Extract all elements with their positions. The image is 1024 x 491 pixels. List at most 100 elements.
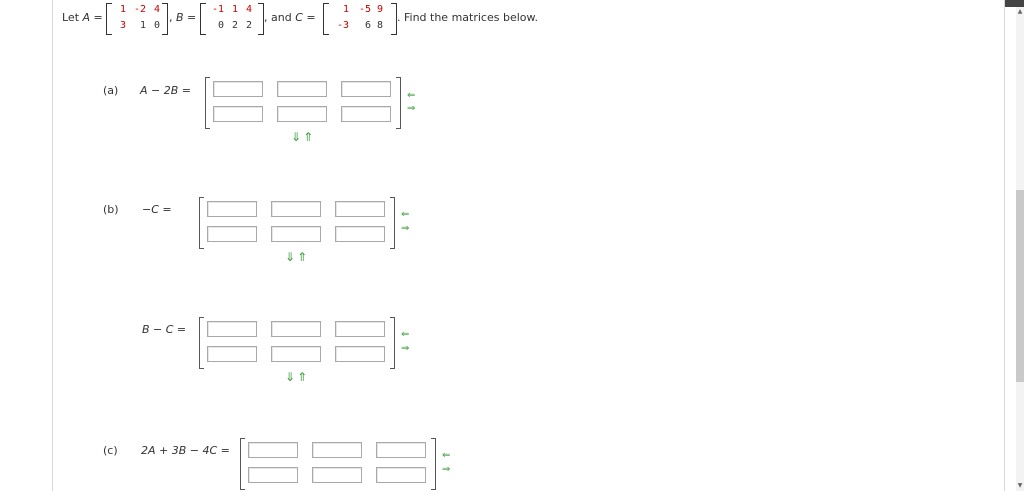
remove-row-arrow-icon[interactable]: ⇑ <box>297 250 310 264</box>
part-b-label: (b) <box>103 203 119 216</box>
bracket-right <box>431 438 436 490</box>
bracket-right <box>162 3 168 35</box>
find-text: . Find the matrices below. <box>397 11 538 24</box>
part-c-label: (c) <box>103 444 118 457</box>
matrix-a-entry: 1 <box>139 20 146 31</box>
add-row-arrow-icon[interactable]: ⇓ <box>291 130 304 144</box>
matrix-b-entry: 0 <box>217 20 224 31</box>
matrix-c-entry: -5 <box>358 4 371 15</box>
matrix-c-entry: 9 <box>376 4 383 15</box>
answer-a-r1c2[interactable] <box>277 81 327 97</box>
add-row-arrow-icon[interactable]: ⇓ <box>285 370 298 384</box>
bracket-right <box>390 197 395 249</box>
var-a: A <box>82 11 91 24</box>
matrix-b: -1 1 4 0 2 2 <box>200 3 264 35</box>
question-panel <box>52 0 1005 491</box>
answer-b1-r2c2[interactable] <box>271 226 321 242</box>
remove-column-arrow-icon[interactable]: ⇐ <box>442 450 451 461</box>
part-a-label: (a) <box>103 84 119 97</box>
add-row-arrow-icon[interactable]: ⇓ <box>285 250 298 264</box>
remove-column-arrow-icon[interactable]: ⇐ <box>407 90 416 101</box>
matrix-b-entry: 1 <box>231 4 238 15</box>
add-column-arrow-icon[interactable]: ⇒ <box>407 103 416 114</box>
answer-b2-r2c3[interactable] <box>335 346 385 362</box>
bracket-left <box>200 3 206 35</box>
matrix-b-entry: -1 <box>211 4 224 15</box>
row-arrows-b2: ⇓⇑ <box>285 370 309 384</box>
answer-b1-r1c3[interactable] <box>335 201 385 217</box>
answer-b2-r1c3[interactable] <box>335 321 385 337</box>
answer-a-r2c2[interactable] <box>277 106 327 122</box>
answer-a-r2c1[interactable] <box>213 106 263 122</box>
comma: , <box>169 11 173 24</box>
remove-column-arrow-icon[interactable]: ⇐ <box>401 209 410 220</box>
answer-a-r1c3[interactable] <box>341 81 391 97</box>
matrix-c: 1 -5 9 -3 6 8 <box>323 3 397 35</box>
answer-c-r1c1[interactable] <box>248 442 298 458</box>
answer-b2-r2c1[interactable] <box>207 346 257 362</box>
answer-matrix-c <box>240 438 436 490</box>
answer-c-r2c1[interactable] <box>248 467 298 483</box>
matrix-a-entry: 1 <box>119 4 126 15</box>
matrix-a-entry: 4 <box>153 4 160 15</box>
scrollbar-thumb[interactable] <box>1016 190 1024 382</box>
scroll-up-icon[interactable]: ▲ <box>1016 7 1024 17</box>
part-a-expression: A − 2B = <box>140 84 191 97</box>
add-column-arrow-icon[interactable]: ⇒ <box>442 464 451 475</box>
bracket-right <box>258 3 264 35</box>
equals: = <box>302 11 316 24</box>
bracket-right <box>396 77 401 129</box>
bracket-left <box>199 317 204 369</box>
equals: = <box>183 11 197 24</box>
answer-matrix-b1 <box>199 197 395 249</box>
answer-c-r2c3[interactable] <box>376 467 426 483</box>
answer-c-r1c2[interactable] <box>312 442 362 458</box>
row-arrows-b1: ⇓⇑ <box>285 250 309 264</box>
matrix-b-entry: 2 <box>245 20 252 31</box>
bracket-left <box>205 77 210 129</box>
remove-row-arrow-icon[interactable]: ⇑ <box>303 130 316 144</box>
remove-row-arrow-icon[interactable]: ⇑ <box>297 370 310 384</box>
part-c-expression: 2A + 3B − 4C = <box>141 444 230 457</box>
let-text: Let <box>62 11 83 24</box>
answer-c-r2c2[interactable] <box>312 467 362 483</box>
part-b-expression: −C = <box>142 203 172 216</box>
progress-bar-end <box>994 0 1024 7</box>
row-arrows-a: ⇓⇑ <box>291 130 315 144</box>
var-c: C <box>295 11 303 24</box>
part-b2-expression: B − C = <box>142 323 187 336</box>
matrix-c-entry: 8 <box>376 20 383 31</box>
answer-c-r1c3[interactable] <box>376 442 426 458</box>
answer-a-r1c1[interactable] <box>213 81 263 97</box>
bracket-left <box>106 3 112 35</box>
matrix-a: 1 -2 4 3 1 0 <box>106 3 168 35</box>
bracket-right <box>391 3 397 35</box>
answer-b2-r2c2[interactable] <box>271 346 321 362</box>
answer-b1-r1c2[interactable] <box>271 201 321 217</box>
add-column-arrow-icon[interactable]: ⇒ <box>401 343 410 354</box>
bracket-right <box>390 317 395 369</box>
answer-matrix-b2 <box>199 317 395 369</box>
and-text: , and <box>264 11 296 24</box>
matrix-c-entry: -3 <box>336 20 349 31</box>
matrix-a-entry: -2 <box>133 4 146 15</box>
matrix-b-entry: 2 <box>231 20 238 31</box>
matrix-b-entry: 4 <box>245 4 252 15</box>
remove-column-arrow-icon[interactable]: ⇐ <box>401 329 410 340</box>
answer-b1-r1c1[interactable] <box>207 201 257 217</box>
answer-a-r2c3[interactable] <box>341 106 391 122</box>
bracket-left <box>323 3 329 35</box>
answer-b2-r1c1[interactable] <box>207 321 257 337</box>
add-column-arrow-icon[interactable]: ⇒ <box>401 223 410 234</box>
var-b: B <box>176 11 184 24</box>
answer-matrix-a <box>205 77 401 129</box>
matrix-a-entry: 3 <box>119 20 126 31</box>
answer-b1-r2c3[interactable] <box>335 226 385 242</box>
bracket-left <box>199 197 204 249</box>
scroll-down-icon[interactable]: ▼ <box>1016 481 1024 491</box>
answer-b1-r2c1[interactable] <box>207 226 257 242</box>
answer-b2-r1c2[interactable] <box>271 321 321 337</box>
equals: = <box>90 11 103 24</box>
matrix-c-entry: 6 <box>364 20 371 31</box>
bracket-left <box>240 438 245 490</box>
